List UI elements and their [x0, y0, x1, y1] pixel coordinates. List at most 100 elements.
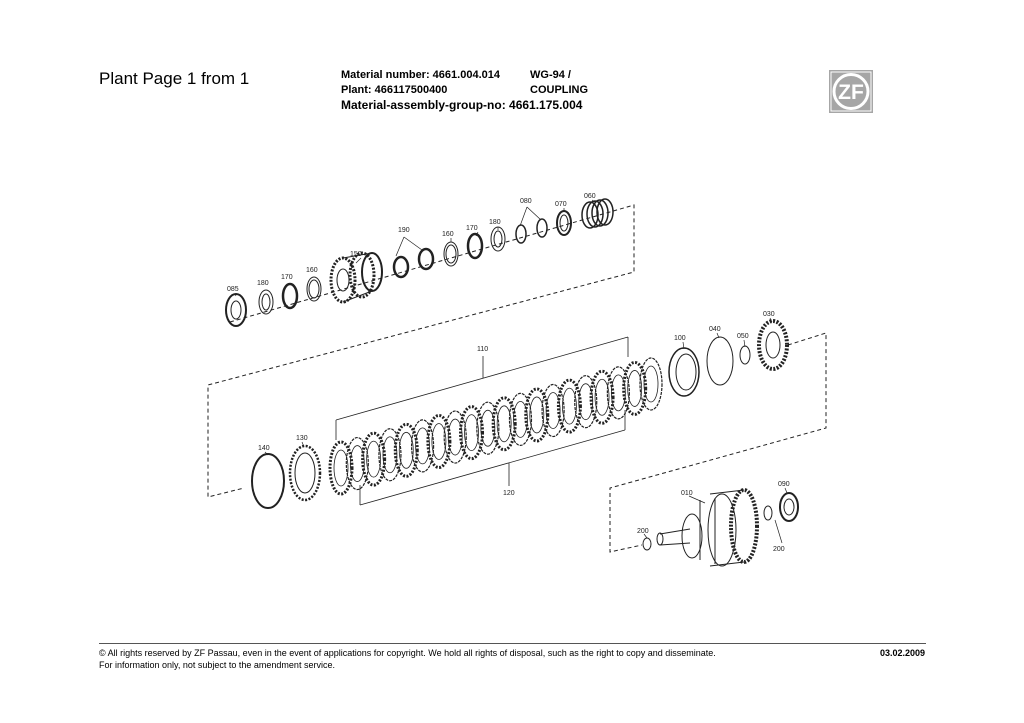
label-100: 100: [674, 335, 686, 342]
label-160-b: 160: [442, 231, 454, 238]
friction-disc: [556, 378, 582, 434]
assembly-name: COUPLING: [530, 84, 589, 96]
disc-bore: [496, 405, 512, 443]
label-190: 190: [398, 227, 410, 234]
label-085: 085: [227, 286, 239, 293]
steel-disc: [345, 436, 369, 491]
friction-disc: [328, 440, 354, 496]
friction-disc: [491, 396, 517, 452]
friction-disc: [459, 405, 485, 461]
material-number: Material number: 4661.004.014: [341, 69, 500, 81]
part-160-ring-b: [443, 241, 459, 267]
steel-disc: [378, 428, 402, 482]
friction-disc: [524, 387, 550, 443]
steel-disc: [508, 392, 533, 446]
label-130: 130: [296, 435, 308, 442]
label-110: 110: [477, 346, 488, 353]
part-040-seal-ring: [706, 336, 734, 386]
assembly-line-upper: [207, 204, 635, 498]
disc-bore: [366, 440, 382, 478]
disc-bore: [464, 414, 479, 452]
part-030-piston: [757, 319, 789, 371]
part-130-plate: [288, 444, 322, 502]
disc-bore: [447, 418, 463, 456]
friction-disc: [393, 422, 419, 478]
bracket-120: [359, 410, 626, 506]
part-140-snapring: [251, 453, 285, 509]
steel-disc: [639, 357, 663, 411]
part-090-bearing: [779, 492, 799, 522]
disc-bore: [480, 409, 496, 447]
disc-bore: [431, 423, 447, 460]
steel-disc: [606, 366, 630, 420]
part-180-ring-b: [490, 226, 506, 252]
label-080: 080: [520, 198, 532, 205]
part-070-ring: [556, 210, 572, 236]
label-120: 120: [503, 490, 515, 497]
label-060: 060: [584, 193, 596, 200]
label-170-b: 170: [466, 225, 478, 232]
disc-bore: [529, 396, 545, 434]
part-190-rings: [392, 247, 435, 279]
disc-bore: [578, 383, 594, 421]
steel-disc: [574, 375, 598, 429]
label-050: 050: [737, 333, 749, 340]
label-010: 010: [681, 490, 693, 497]
part-200-ring-a: [642, 537, 652, 551]
steel-disc: [443, 410, 467, 464]
part-labels: 085 180 170 160 150 190 160 170 180 080 …: [227, 193, 790, 553]
model-name: WG-94 /: [530, 69, 571, 81]
disc-bore: [398, 431, 414, 469]
disc-bore: [349, 445, 365, 482]
footer-divider: [99, 643, 926, 644]
disc-bore: [382, 436, 398, 474]
label-030: 030: [763, 311, 775, 318]
part-200-ring-b: [763, 505, 773, 521]
assembly-group-number: Material-assembly-group-no: 4661.175.004: [341, 98, 583, 112]
friction-disc: [589, 369, 615, 425]
part-170-ring-b: [466, 232, 484, 260]
friction-disc: [426, 413, 452, 469]
disc-bore: [562, 387, 577, 425]
plant-number: Plant: 466117500400: [341, 84, 448, 96]
label-160: 160: [306, 267, 318, 274]
disc-bore: [627, 370, 643, 407]
label-150: 150: [350, 251, 362, 258]
part-160-ring: [306, 276, 322, 302]
bracket-110: [335, 336, 629, 440]
label-140: 140: [258, 445, 270, 452]
copyright-notice: © All rights reserved by ZF Passau, even…: [99, 648, 716, 658]
part-060-spring-pack: [581, 198, 614, 229]
clutch-disc-pack: [328, 357, 663, 496]
svg-text:ZF: ZF: [838, 81, 864, 104]
part-010-housing: [656, 488, 759, 567]
information-note: For information only, not subject to the…: [99, 660, 335, 670]
assembly-line-lower: [609, 332, 827, 553]
disc-bore: [545, 392, 561, 429]
page-title: Plant Page 1 from 1: [99, 69, 250, 88]
label-200-b: 200: [773, 546, 785, 553]
part-080-snaprings: [515, 218, 548, 244]
part-100-disc: [668, 347, 700, 397]
disc-bore: [415, 427, 430, 465]
friction-disc: [361, 431, 387, 487]
label-180: 180: [257, 280, 269, 287]
footer-date: 03.02.2009: [880, 648, 926, 658]
disc-bore: [594, 378, 610, 416]
label-170: 170: [281, 274, 293, 281]
disc-bore: [643, 365, 659, 403]
part-150-gear: [329, 251, 383, 304]
zf-logo-icon: ZF: [829, 70, 873, 113]
disc-bore: [333, 449, 349, 487]
part-050-ring: [739, 345, 751, 365]
friction-disc: [622, 360, 648, 416]
part-180-ring: [258, 289, 274, 315]
leader-lines: [234, 199, 788, 544]
label-200-a: 200: [637, 528, 649, 535]
disc-bore: [513, 400, 528, 438]
steel-disc: [541, 383, 565, 438]
label-090: 090: [778, 481, 790, 488]
steel-disc: [410, 419, 435, 473]
label-040: 040: [709, 326, 721, 333]
